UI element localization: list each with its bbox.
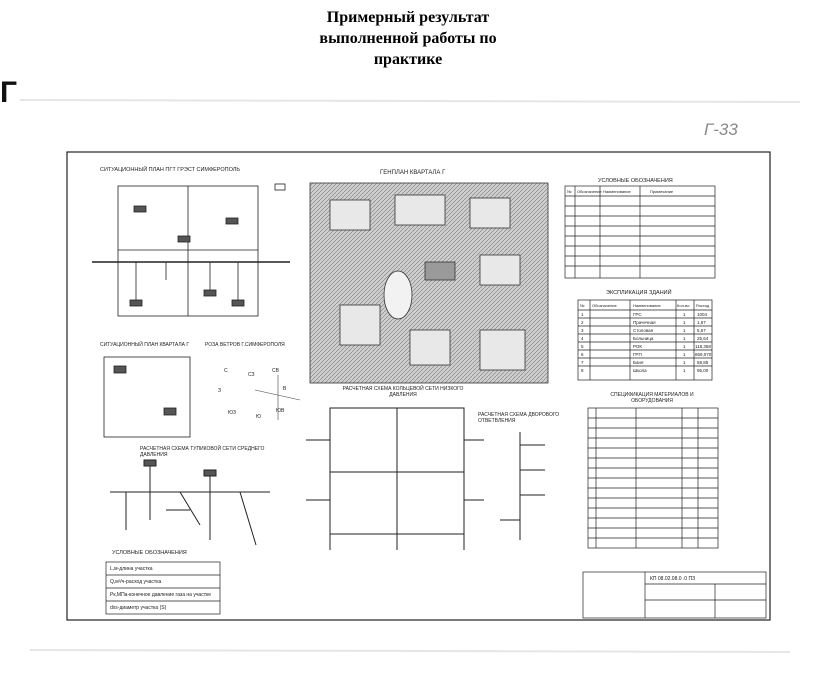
header-line-2: выполненной работы по: [319, 30, 497, 47]
situation-plan-city: [92, 183, 290, 317]
table-row: 6: [581, 352, 584, 357]
genplan-title: ГЕНПЛАН КВАРТАЛА Г: [380, 170, 446, 176]
table-cell: 5,57: [697, 328, 706, 333]
legend-title: УСЛОВНЫЕ ОБОЗНАЧЕНИЯ: [598, 178, 673, 184]
table-row: 3: [581, 328, 584, 333]
legend-header: Наименование: [603, 189, 631, 194]
spec-table: [587, 407, 719, 549]
table-cell: Больница: [633, 336, 654, 341]
bottom-legend-item: Q,м³/ч-расход участка: [110, 579, 162, 585]
scan-noise: [19, 99, 801, 653]
situation-plan-city-title: СИТУАЦИОННЫЙ ПЛАН ПГТ ГРЭСТ СИМФЕРОПОЛЬ: [100, 167, 241, 173]
table-cell: Баня: [633, 360, 644, 365]
header-line-1: Примерный результат: [326, 9, 490, 26]
wind-label: СЗ: [248, 372, 255, 378]
table-row: 4: [581, 336, 584, 341]
table-row: 8: [581, 368, 584, 373]
ring-network: [306, 407, 484, 550]
wind-rose: [254, 375, 301, 420]
buildings-title: ЭКСПЛИКАЦИЯ ЗДАНИЙ: [606, 290, 672, 296]
title-stamp: [582, 571, 767, 619]
wind-label: З: [218, 388, 222, 394]
bottom-legend-title: УСЛОВНЫЕ ОБОЗНАЧЕНИЯ: [112, 550, 187, 556]
legend-header: Примечание: [650, 189, 674, 194]
dead-end-network: [110, 459, 270, 546]
table-cell: 1: [683, 344, 686, 349]
table-row: 2: [581, 320, 584, 325]
bottom-legend-item: dхs-диаметр участка (S): [110, 605, 167, 611]
wind-label: ЮЗ: [228, 410, 237, 416]
wind-label: С: [224, 368, 228, 374]
table-cell: 58,85: [697, 360, 709, 365]
table-cell: 1: [683, 352, 686, 357]
table-cell: 1: [683, 336, 686, 341]
bottom-legend-item: L,м-длина участка: [110, 566, 153, 572]
dead-end-network-title: РАСЧЕТНАЯ СХЕМА ТУПИКОВОЙ СЕТИ СРЕДНЕГО …: [140, 446, 265, 458]
table-row: 5: [581, 344, 584, 349]
legend-header: Обозначение: [577, 189, 602, 194]
yard-branch: [500, 432, 545, 540]
table-cell: 25,64: [697, 336, 709, 341]
wind-rose-title: РОЗА ВЕТРОВ Г.СИМФЕРОПОЛЯ: [205, 342, 285, 348]
header-line-3: практике: [373, 51, 443, 68]
table-cell: Школа: [633, 368, 647, 373]
buildings-header: Обозначение: [592, 303, 617, 308]
table-cell: 1: [683, 312, 686, 317]
table-cell: ГРП: [633, 352, 642, 357]
table-cell: 1004: [697, 312, 708, 317]
buildings-header: Наименование: [633, 303, 661, 308]
legend-header: №: [567, 189, 572, 194]
side-mark: Г: [0, 76, 18, 109]
buildings-header: №: [580, 303, 585, 308]
table-cell: РОК: [633, 344, 643, 349]
table-cell: ГРС: [633, 312, 642, 317]
table-cell: 1: [683, 360, 686, 365]
table-cell: 1: [683, 320, 686, 325]
bottom-legend-item: Рк,МПа-конечное давление газа на участке: [110, 592, 212, 598]
table-row: 7: [581, 360, 584, 365]
buildings-header: Расход: [696, 303, 710, 308]
bottom-legend-box: [105, 561, 221, 615]
sheet-frame: [66, 151, 771, 621]
table-cell: 1,67: [697, 320, 706, 325]
table-cell: Столовая: [633, 328, 654, 333]
table-cell: 95,00: [697, 368, 709, 373]
situation-plan-block: [103, 356, 191, 438]
legend-table: [564, 185, 716, 279]
table-cell: 1: [683, 328, 686, 333]
wind-label: В: [283, 386, 287, 392]
genplan-block: [309, 182, 549, 384]
wind-label: ЮВ: [276, 408, 285, 414]
stamp-code: КП 08.02.08.0 .0 ПЗ: [650, 576, 696, 582]
table-cell: 869,070: [695, 352, 712, 357]
sheet-number: Г-33: [704, 120, 738, 139]
yard-branch-title: РАСЧЕТНАЯ СХЕМА ДВОРОВОГО ОТВЕТВЛЕНИЯ: [478, 412, 560, 424]
table-cell: Прачечная: [633, 320, 656, 325]
wind-label: Ю: [256, 414, 262, 420]
table-row: 1: [581, 312, 584, 317]
table-cell: 1: [683, 368, 686, 373]
situation-plan-block-title: СИТУАЦИОННЫЙ ПЛАН КВАРТАЛА Г: [100, 342, 190, 348]
table-cell: 118,358: [695, 344, 711, 349]
buildings-table: [577, 299, 713, 381]
spec-title: СПЕЦИФИКАЦИЯ МАТЕРИАЛОВ И ОБОРУДОВАНИЯ: [610, 392, 694, 404]
wind-label: СВ: [272, 368, 279, 374]
buildings-header: Кол-во: [677, 303, 690, 308]
ring-network-title: РАСЧЕТНАЯ СХЕМА КОЛЬЦЕВОЙ СЕТИ НИЗКОГО Д…: [342, 386, 464, 398]
